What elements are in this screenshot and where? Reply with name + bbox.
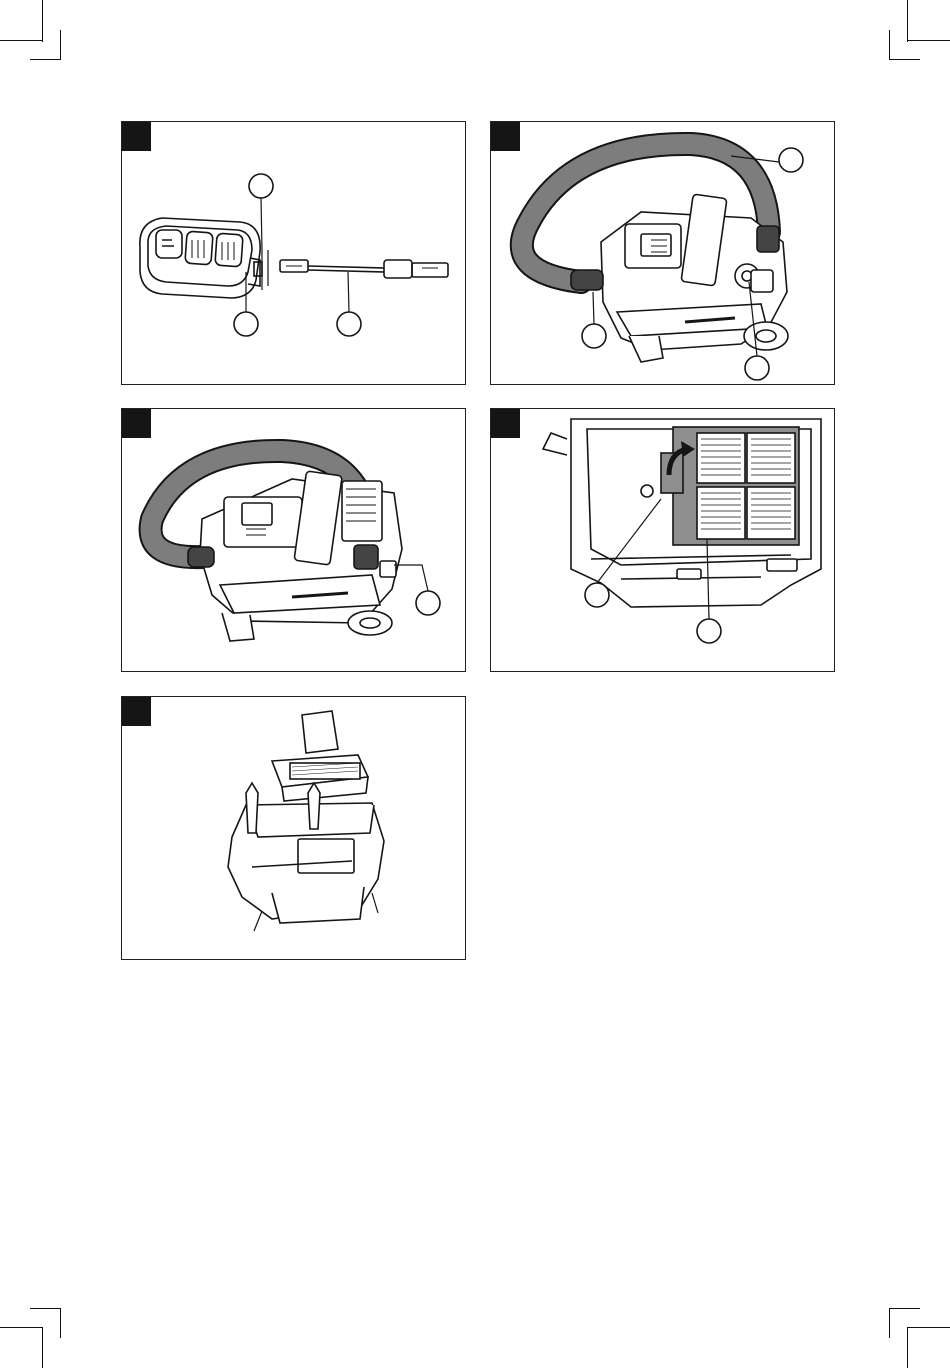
figure-panel-4	[490, 408, 835, 672]
vacuum-hose-side-illustration	[491, 122, 835, 385]
filter-compartment-illustration	[491, 409, 835, 672]
crop-mark-bottom-right-v	[907, 1327, 908, 1368]
crop-mark-bottom-left-h	[0, 1327, 42, 1328]
crop-mark-top-left-v	[42, 0, 43, 42]
crop-mark-top-left-h2	[30, 59, 60, 60]
crop-mark-bottom-left-v	[42, 1327, 43, 1368]
crop-mark-bottom-right-h	[908, 1327, 950, 1328]
crop-mark-bottom-right-h2	[890, 1308, 920, 1309]
figure-panel-5	[121, 696, 466, 960]
filter-removal-illustration	[122, 697, 466, 960]
remote-and-cable-illustration	[122, 122, 466, 385]
crop-mark-bottom-left-h2	[30, 1308, 60, 1309]
crop-mark-top-right-h	[908, 40, 950, 41]
crop-mark-top-left-v2	[60, 30, 61, 60]
crop-mark-top-right-v	[907, 0, 908, 42]
crop-mark-top-right-h2	[890, 59, 920, 60]
crop-mark-bottom-left-v2	[60, 1308, 61, 1338]
figure-panel-2	[490, 121, 835, 385]
crop-mark-top-right-v2	[889, 30, 890, 60]
crop-mark-bottom-right-v2	[889, 1308, 890, 1338]
figure-panel-3	[121, 408, 466, 672]
figure-panel-1	[121, 121, 466, 385]
crop-mark-top-left-h	[0, 40, 42, 41]
vacuum-hose-front-illustration	[122, 409, 466, 672]
